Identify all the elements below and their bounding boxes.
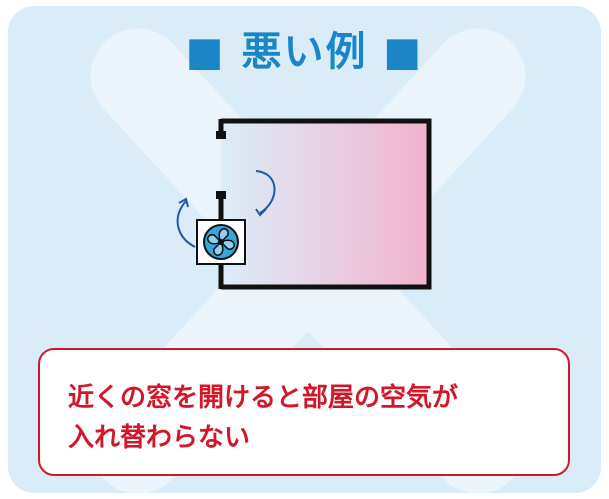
caption-line-1: 近くの窓を開けると部屋の空気が — [68, 383, 459, 413]
room-diagram — [176, 118, 432, 290]
page-title: ■ 悪い例 ■ — [185, 29, 424, 75]
caption-box: 近くの窓を開けると部屋の空気が 入れ替わらない — [38, 348, 570, 476]
arrow-head-left — [178, 197, 189, 208]
fan-blades — [207, 228, 235, 256]
curved-arrow-icon — [176, 200, 196, 248]
caption-line-2: 入れ替わらない — [68, 423, 251, 453]
room-interior — [221, 121, 429, 287]
arrow-head-right — [255, 208, 267, 217]
fan-hub — [218, 239, 224, 245]
window-frame-top — [216, 131, 226, 139]
bad-example-panel: ■ 悪い例 ■ — [8, 6, 601, 493]
caption-text: 近くの窓を開けると部屋の空気が 入れ替わらない — [68, 378, 550, 458]
room-walls — [221, 118, 432, 290]
